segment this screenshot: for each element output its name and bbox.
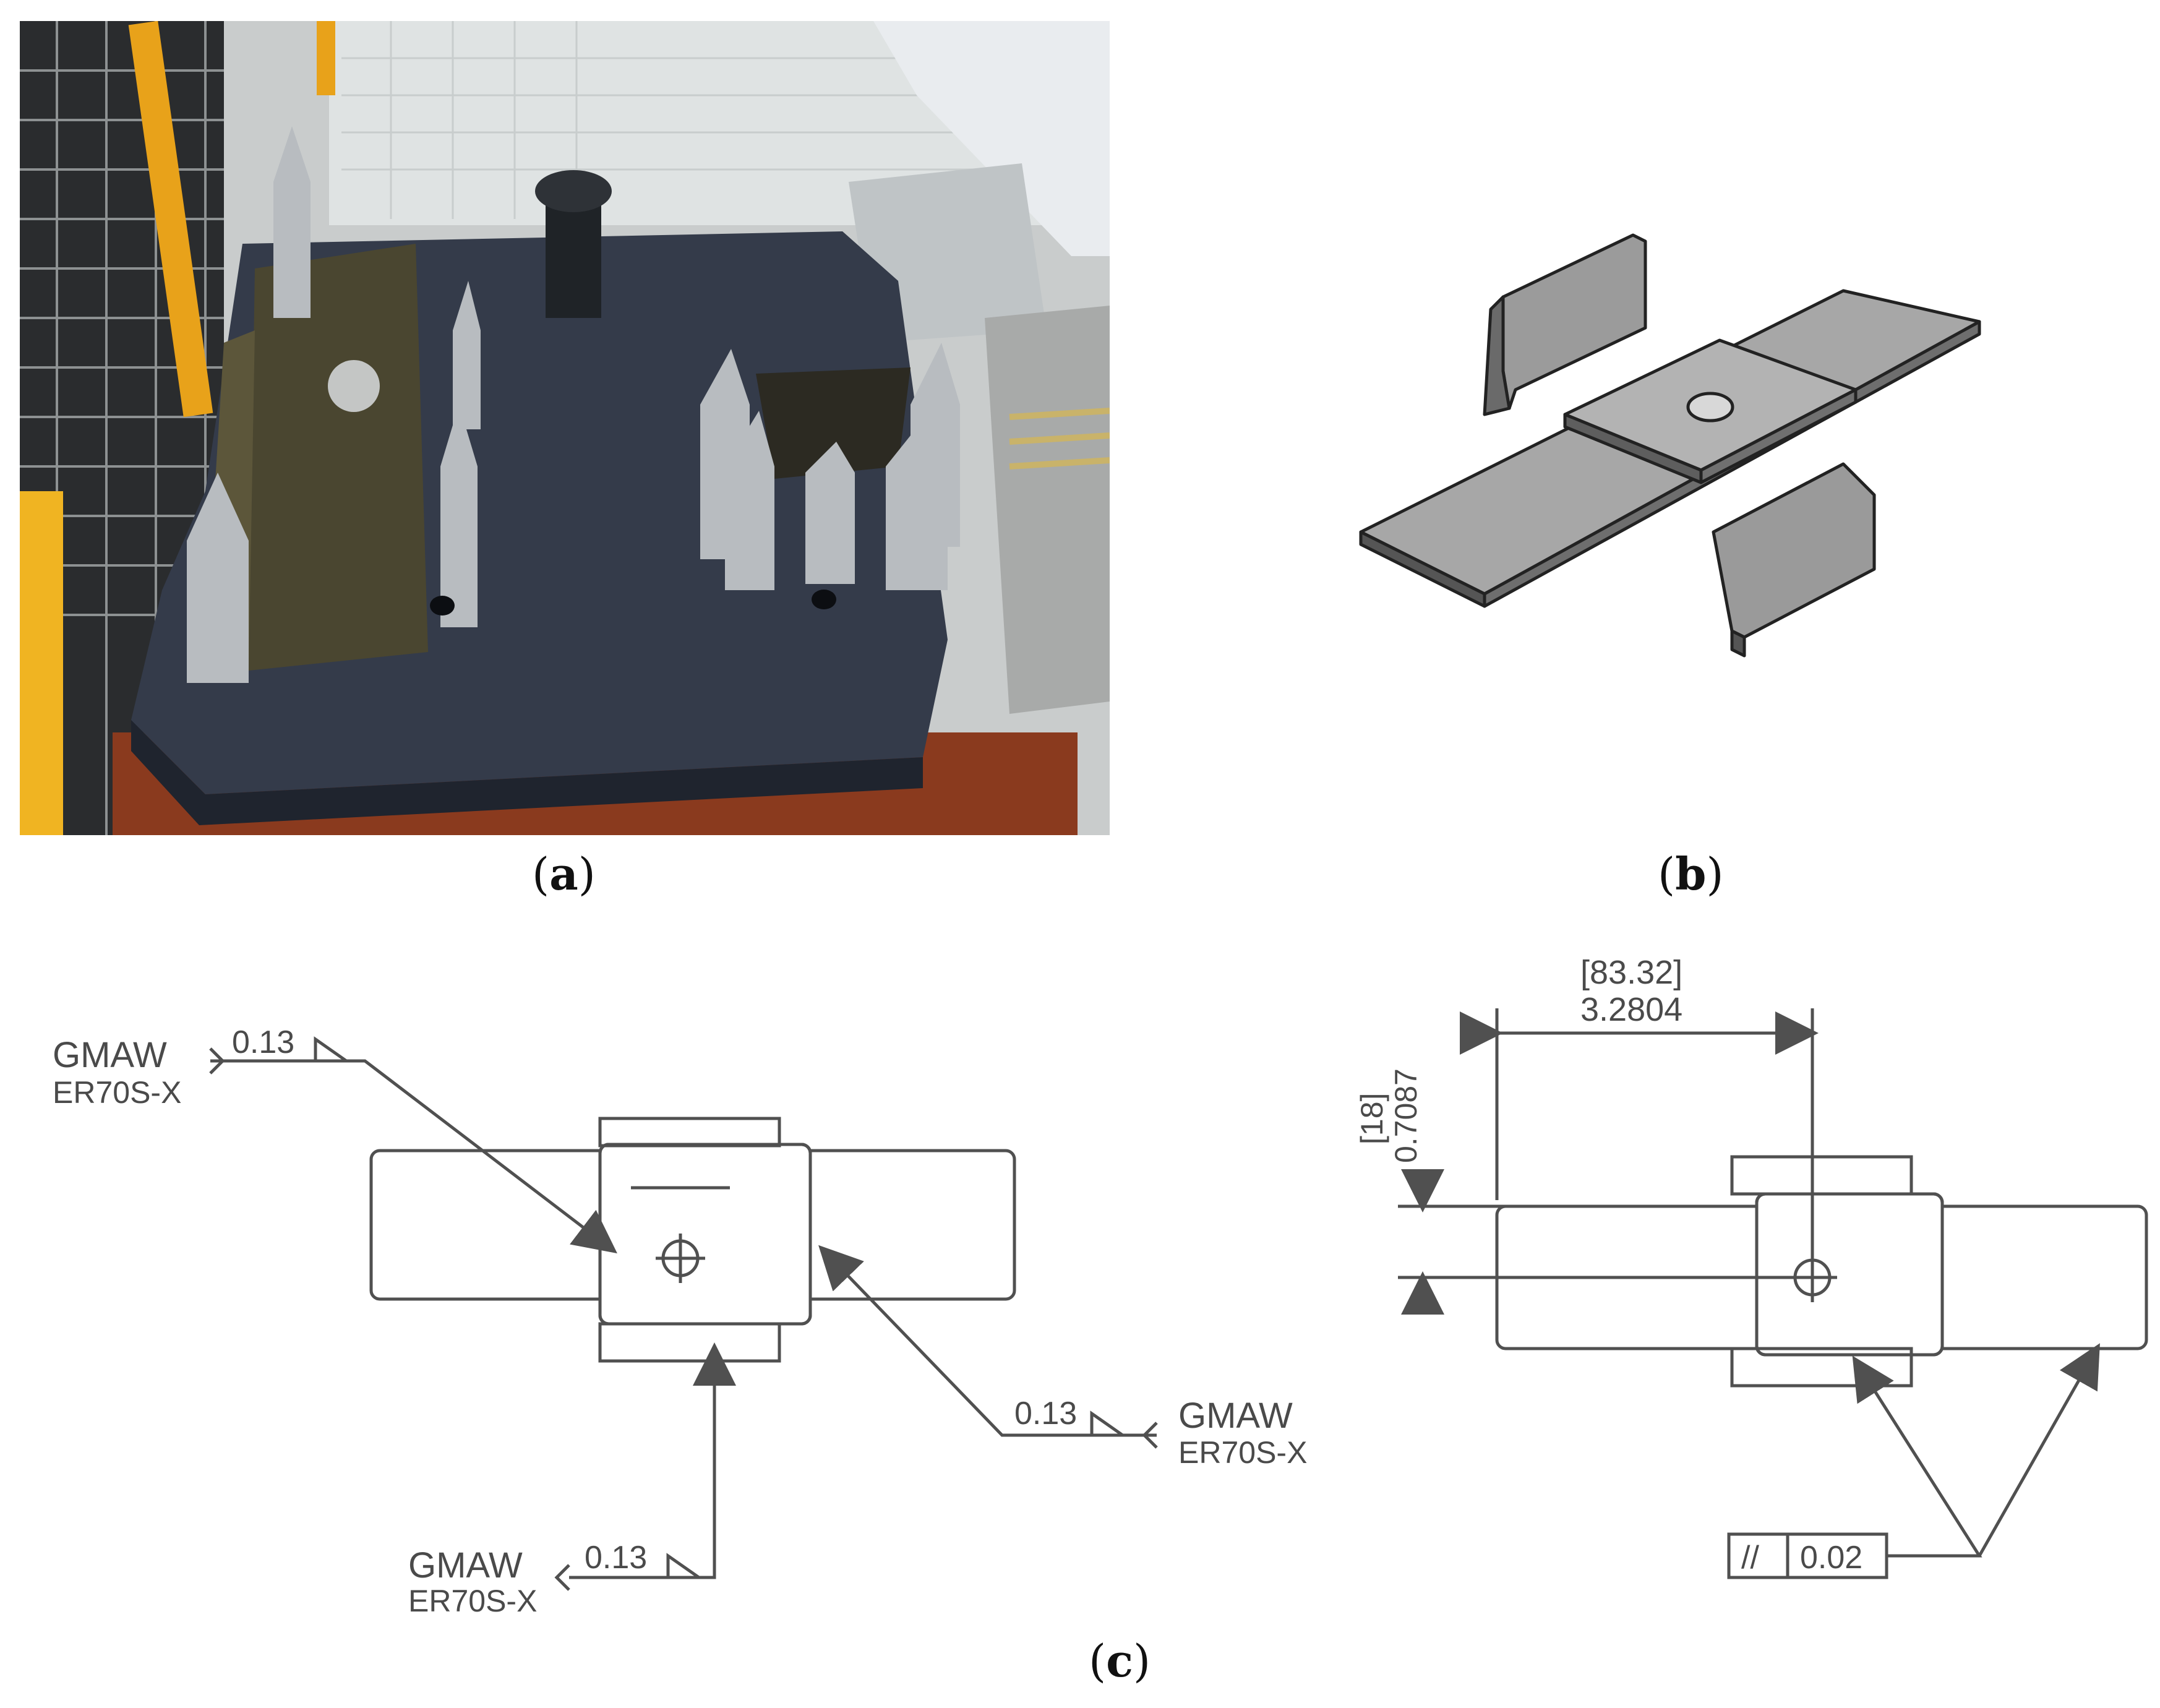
center-hole: [1686, 392, 1734, 423]
tol-leader-1: [1852, 1355, 1982, 1558]
caption-c: (c): [1089, 1634, 1151, 1687]
back-flange-edge: [1483, 295, 1511, 416]
fixture-plate-edge: [131, 720, 923, 825]
weld-3-fillet: [666, 1553, 700, 1579]
technical-drawing-svg: GMAW ER70S-X 0.13 GMAW ER70S-X 0.13 GMAW…: [53, 954, 2148, 1618]
dim-h-inch: 3.2804: [1580, 991, 1682, 1028]
weld-2-filler: ER70S-X: [1178, 1435, 1307, 1470]
weld-2-tail: [1142, 1422, 1158, 1449]
clamp-knob-top: [535, 170, 612, 212]
robot-frame: [873, 21, 1110, 256]
dim-v-inch: 0.7087: [1389, 1068, 1423, 1163]
dim-v-mm: [18]: [1355, 1093, 1389, 1144]
left-view-top-flange: [598, 1117, 781, 1148]
weld-3-filler: ER70S-X: [408, 1584, 537, 1618]
tolerance-frame: [1727, 1532, 1888, 1579]
left-view-center-plate: [598, 1143, 812, 1326]
tolerance-value: 0.02: [1800, 1540, 1862, 1576]
dim-h-mm: [83.32]: [1580, 954, 1682, 991]
caption-b-letter: b: [1675, 848, 1707, 900]
weld-1-tail: [209, 1047, 225, 1075]
left-view-bottom-flange: [598, 1322, 781, 1363]
clamp-knob-stem: [546, 200, 601, 318]
weld-leader-1: [210, 1059, 617, 1254]
yellow-post: [317, 21, 335, 95]
yellow-rail-left: [128, 21, 213, 418]
center-plate-edge-b: [1699, 388, 1858, 484]
plate-hole-right: [812, 590, 836, 609]
caption-a: (a): [532, 848, 596, 900]
front-flange: [1712, 462, 1876, 639]
part-3d-render: [1336, 186, 2004, 668]
weld-2-size: 0.13: [1014, 1396, 1077, 1431]
part-left: [249, 244, 428, 671]
plate-hole-left: [430, 596, 455, 616]
weld-2-fillet: [1090, 1410, 1124, 1437]
weld-2-process: GMAW: [1178, 1396, 1293, 1436]
center-pin-left: [328, 360, 380, 412]
fixture-photo: [20, 21, 1110, 835]
right-view-bottom-flange: [1730, 1347, 1913, 1388]
weld-leader-2: [818, 1245, 1157, 1437]
part-right: [756, 367, 911, 479]
front-flange-edge: [1730, 629, 1746, 658]
weld-3-size: 0.13: [585, 1540, 647, 1576]
weld-1-fillet: [314, 1036, 348, 1063]
caption-c-letter: c: [1106, 1634, 1133, 1687]
metal-stack: [985, 306, 1110, 714]
part-3d-illustration: [1359, 233, 1981, 658]
weld-3-process: GMAW: [408, 1545, 523, 1586]
pins-left: [187, 126, 481, 683]
technical-drawing: GMAW ER70S-X 0.13 GMAW ER70S-X 0.13 GMAW…: [0, 916, 2160, 1646]
weld-1-process: GMAW: [53, 1035, 167, 1075]
pins-right: [700, 343, 960, 590]
caption-a-letter: a: [549, 848, 578, 900]
yellow-rail-bottom: [20, 491, 63, 835]
back-flange: [1501, 233, 1647, 410]
weld-leader-3: [569, 1342, 736, 1579]
right-view-center-plate: [1755, 1192, 1944, 1357]
yellow-grate: [1009, 408, 1110, 470]
caption-b: (b): [1658, 848, 1724, 900]
tolerance-symbol: //: [1741, 1540, 1759, 1576]
right-view-top-flange: [1730, 1155, 1913, 1196]
weld-3-tail: [554, 1564, 570, 1591]
weld-1-filler: ER70S-X: [53, 1075, 181, 1110]
fixture-photo-illustration: [20, 21, 1110, 835]
tol-leader-2: [1978, 1343, 2100, 1557]
weld-1-size: 0.13: [232, 1024, 294, 1060]
